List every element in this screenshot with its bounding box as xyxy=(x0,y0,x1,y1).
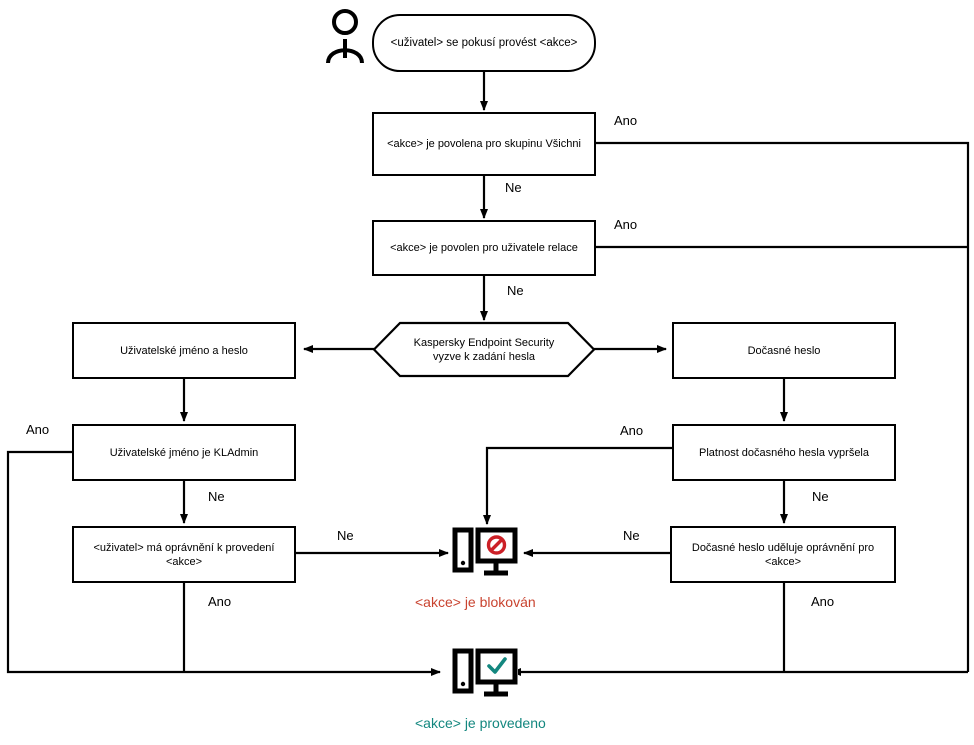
terminal-blocked-label: <akce> je blokován xyxy=(415,594,536,610)
person-icon xyxy=(322,8,368,73)
node-prompt-password: Kaspersky Endpoint Security vyzve k zadá… xyxy=(372,321,596,378)
computer-check-icon xyxy=(452,648,518,705)
node-start: <uživatel> se pokusí provést <akce> xyxy=(372,14,596,72)
node-username-password: Uživatelské jméno a heslo xyxy=(72,322,296,379)
edge-label-grants-no: Ne xyxy=(623,528,640,543)
node-username-is-kladmin: Uživatelské jméno je KLAdmin xyxy=(72,424,296,481)
edge-label-expired-yes: Ano xyxy=(620,423,644,438)
terminal-done-label: <akce> je provedeno xyxy=(415,715,546,731)
edge-label-everyone-yes: Ano xyxy=(614,113,638,128)
node-allowed-session-user: <akce> je povolen pro uživatele relace xyxy=(372,220,596,276)
computer-blocked-icon xyxy=(452,527,518,584)
edge-label-kladmin-yes: Ano xyxy=(26,422,50,437)
edge-label-kladmin-no: Ne xyxy=(208,489,225,504)
edge-label-permission-no: Ne xyxy=(337,528,354,543)
node-temp-password-expired: Platnost dočasného hesla vypršela xyxy=(672,424,896,481)
edge-label-everyone-no: Ne xyxy=(505,180,522,195)
edge-label-expired-no: Ne xyxy=(812,489,829,504)
edge-label-session-no: Ne xyxy=(507,283,524,298)
node-prompt-password-label: Kaspersky Endpoint Security vyzve k zadá… xyxy=(413,336,555,363)
node-allowed-everyone: <akce> je povolena pro skupinu Všichni xyxy=(372,112,596,176)
node-temporary-password: Dočasné heslo xyxy=(672,322,896,379)
edge-label-grants-yes: Ano xyxy=(811,594,835,609)
node-temp-password-grants: Dočasné heslo uděluje oprávnění pro <akc… xyxy=(670,526,896,583)
edge-label-session-yes: Ano xyxy=(614,217,638,232)
node-user-has-permission: <uživatel> má oprávnění k provedení <akc… xyxy=(72,526,296,583)
edge-label-permission-yes: Ano xyxy=(208,594,232,609)
